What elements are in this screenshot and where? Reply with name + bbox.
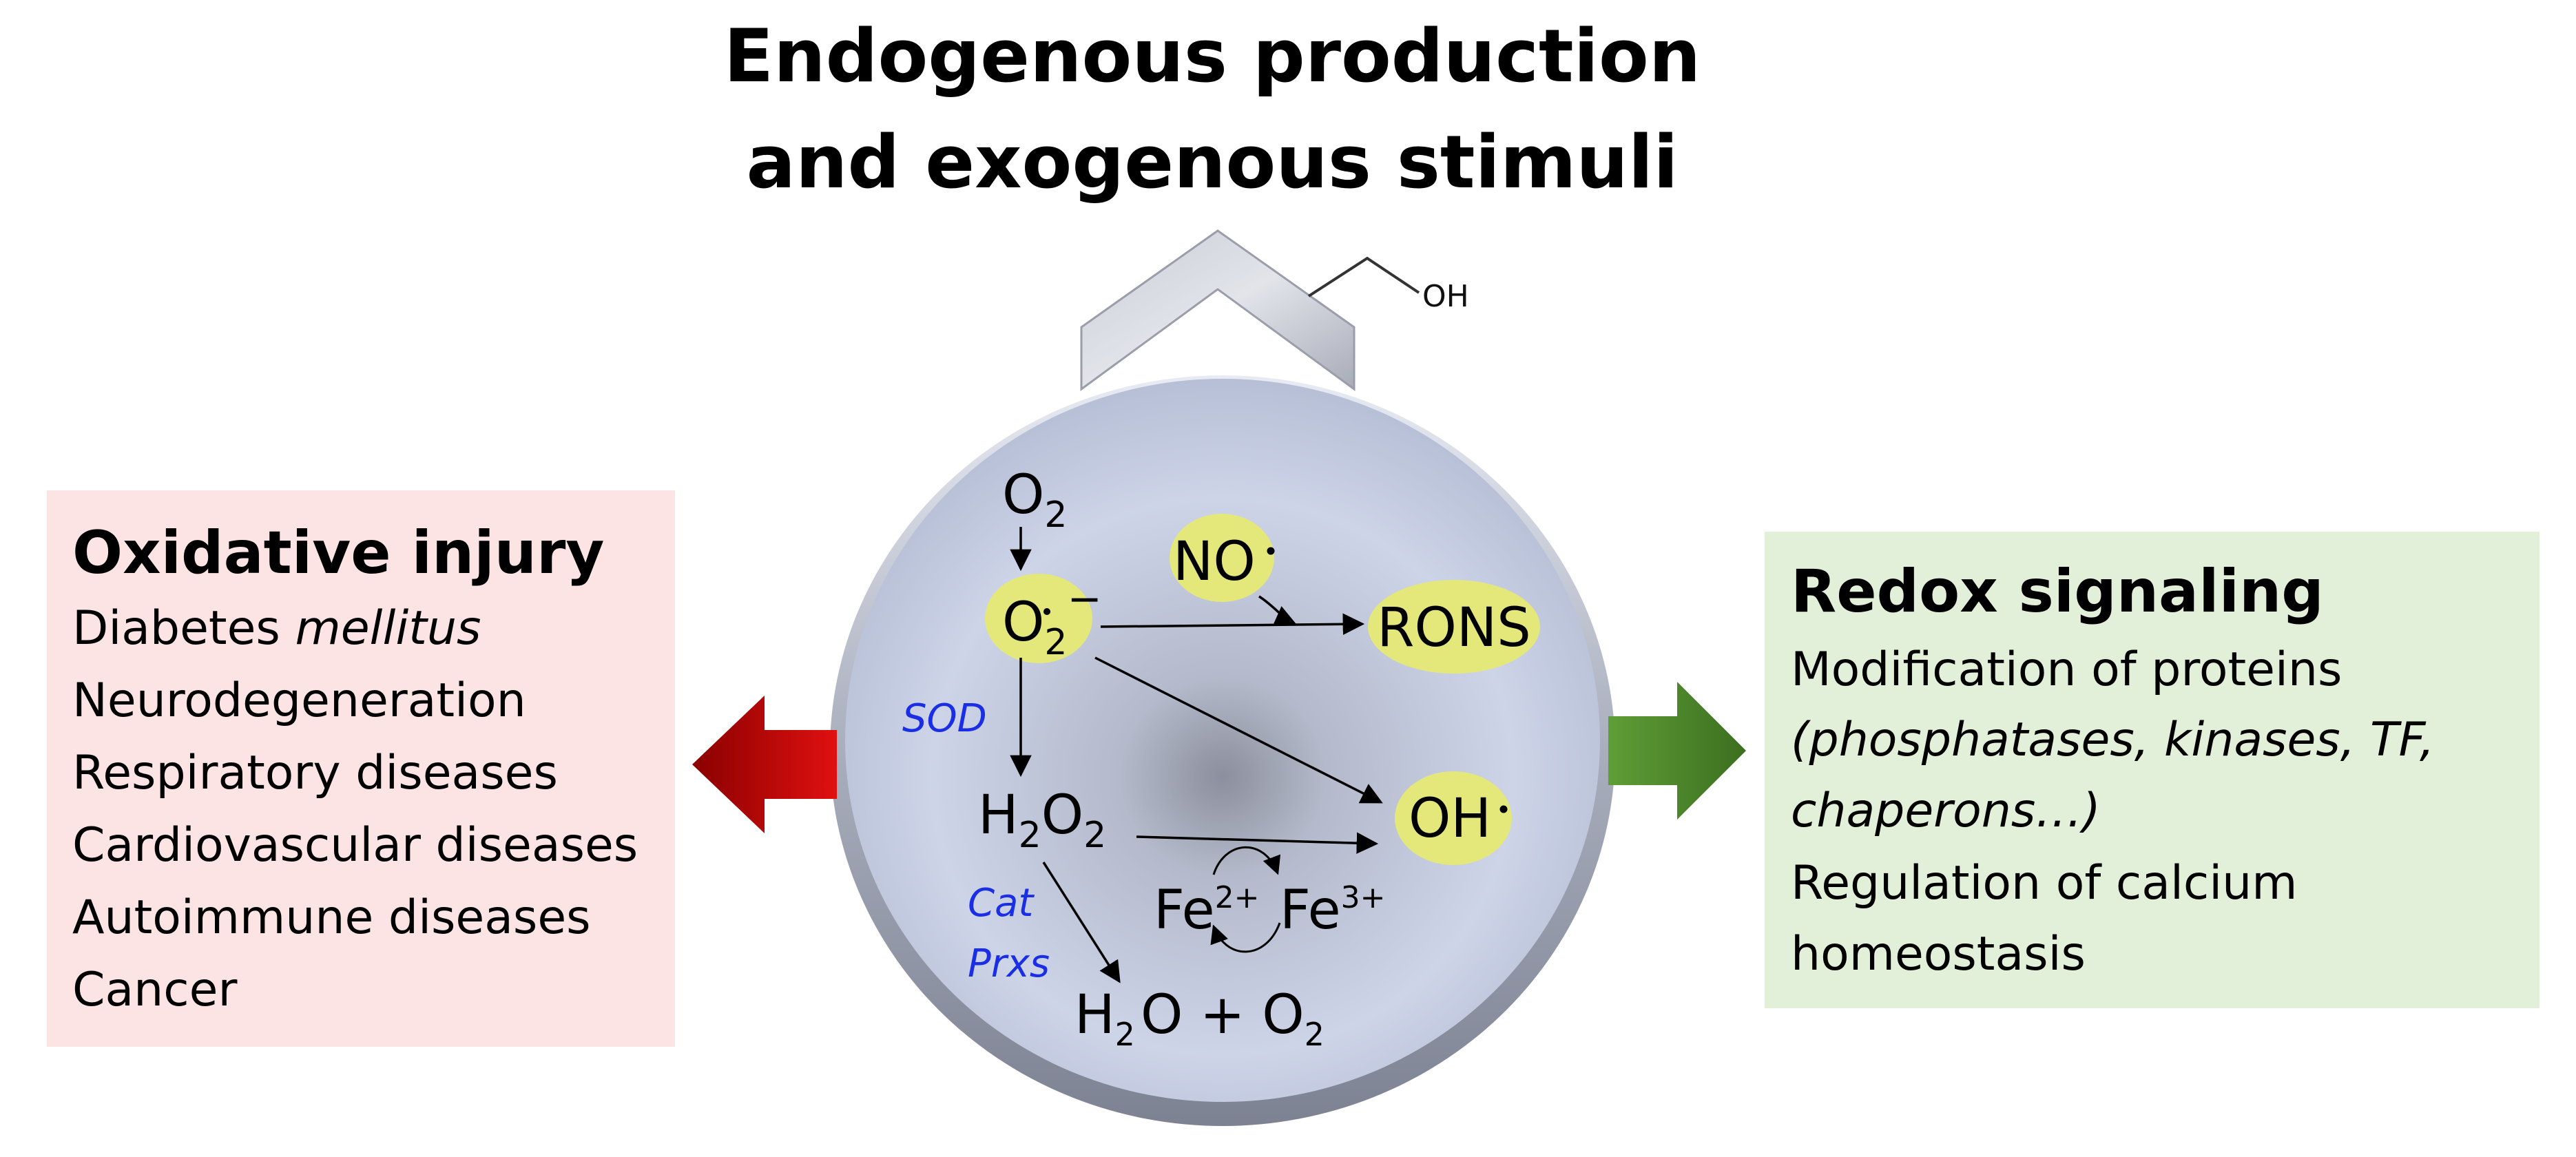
arrow-h2o2-to-water — [1042, 862, 1121, 983]
nitric-oxide-highlight — [1170, 514, 1274, 602]
rons-label: RONS — [1377, 597, 1530, 659]
injury-item: Respiratory diseases — [72, 746, 558, 800]
arrow-h2o2-to-hydroxyl — [1136, 832, 1379, 854]
oxidative-injury-arrow — [692, 696, 837, 833]
hydroxyl-radical-dot — [1499, 805, 1508, 813]
superoxide-label: O2− — [1002, 575, 1102, 663]
iron-cycle-bottom-icon — [1210, 922, 1281, 953]
signaling-line-4: Regulation of calcium — [1791, 856, 2297, 910]
signaling-line-1: Modification of proteins — [1791, 643, 2342, 697]
injury-item: Cancer — [72, 963, 237, 1017]
enzyme-sod: SOD — [902, 696, 987, 741]
diabetes-italic: mellitus — [295, 601, 481, 656]
title-line-1: Endogenous production — [724, 14, 1701, 98]
superoxide-radical-dot — [1043, 608, 1050, 615]
diabetes-prefix: Diabetes — [72, 601, 295, 656]
injury-item-diabetes: Diabetes mellitus — [72, 601, 481, 656]
iron-cycle-top-icon — [1212, 846, 1281, 875]
redox-signaling-heading: Redox signaling — [1791, 557, 2324, 626]
enzyme-cat: Cat — [968, 881, 1035, 926]
h2o2-label: H2O2 — [978, 784, 1106, 856]
fe3-label: Fe3+ — [1280, 879, 1385, 941]
signaling-line-2: (phosphatases, kinases, TF, — [1791, 713, 2434, 767]
injury-item: Neurodegeneration — [72, 674, 526, 728]
title-line-2: and exogenous stimuli — [746, 120, 1678, 205]
superoxide-highlight — [985, 574, 1092, 663]
enzyme-prxs: Prxs — [968, 941, 1050, 986]
oxidative-injury-heading: Oxidative injury — [72, 519, 604, 587]
ethanol-bond-icon — [1307, 256, 1420, 298]
o2-label: O2 — [1002, 464, 1068, 536]
no-label: NO — [1173, 531, 1256, 593]
inbound-chevron-arrows — [1080, 229, 1355, 391]
no-radical-dot — [1267, 547, 1275, 555]
cell-body — [845, 379, 1600, 1102]
signaling-line-5: homeostasis — [1791, 927, 2086, 981]
oxidative-injury-box — [47, 490, 675, 1047]
redox-signaling-box — [1765, 532, 2539, 1008]
injury-item: Autoimmune diseases — [72, 890, 591, 945]
fe2-label: Fe2+ — [1154, 879, 1259, 941]
ethanol-structure: OH — [1307, 256, 1469, 314]
arrow-superoxide-to-rons — [1100, 613, 1365, 636]
signaling-line-3: chaperons…) — [1791, 784, 2101, 838]
hydroxyl-label: OH — [1409, 788, 1491, 850]
injury-item: Cardiovascular diseases — [72, 818, 638, 873]
arrow-no-joins — [1258, 595, 1297, 626]
redox-signaling-arrow — [1608, 682, 1746, 820]
chevron-arrow-icon — [1080, 229, 1355, 391]
rons-highlight — [1368, 580, 1540, 674]
reaction-arrows — [1010, 527, 1383, 983]
arrow-superoxide-to-hydroxyl — [1094, 656, 1383, 804]
ethanol-oh-label: OH — [1422, 279, 1469, 314]
hydroxyl-highlight — [1395, 771, 1512, 865]
